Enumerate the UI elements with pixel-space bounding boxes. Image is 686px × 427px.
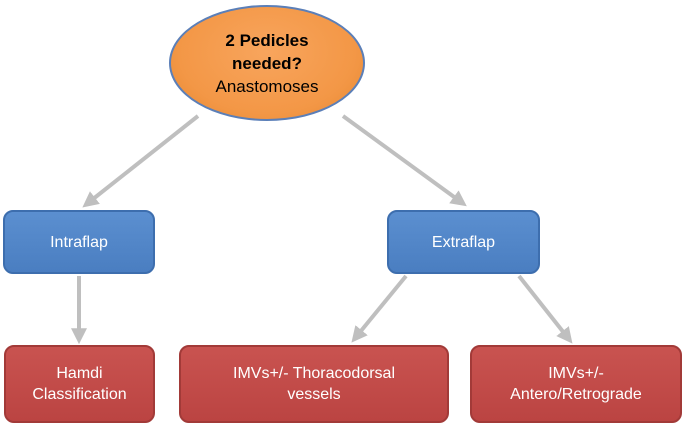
intraflap-label: Intraflap (50, 233, 108, 251)
extraflap-node: Extraflap (387, 210, 540, 274)
root-line-1: 2 Pedicles (225, 30, 309, 50)
root-line-3: Anastomoses (215, 76, 319, 96)
hamdi-line-1: Hamdi (56, 365, 103, 382)
thoracodorsal-node: IMVs+/- Thoracodorsal vessels (179, 345, 449, 423)
hamdi-line-2: Classification (32, 386, 127, 403)
thoracodorsal-line-1: IMVs+/- Thoracodorsal (233, 365, 395, 382)
extraflap-label: Extraflap (431, 233, 496, 251)
arrow-root-to-extraflap (341, 114, 467, 207)
arrow-extraflap-to-thoracodorsal (351, 274, 408, 343)
arrow-root-to-intraflap (82, 114, 200, 208)
hamdi-classification-node: Hamdi Classification (4, 345, 155, 423)
thoracodorsal-line-2: vessels (287, 386, 341, 403)
intraflap-node: Intraflap (3, 210, 155, 274)
arrow-extraflap-to-antero (517, 274, 573, 344)
root-node-pedicles: 2 Pedicles needed? Anastomoses (169, 5, 365, 121)
root-line-2: needed? (232, 53, 302, 73)
antero-retrograde-node: IMVs+/- Antero/Retrograde (470, 345, 682, 423)
antero-line-2: Antero/Retrograde (510, 386, 642, 403)
antero-line-1: IMVs+/- (548, 365, 604, 382)
